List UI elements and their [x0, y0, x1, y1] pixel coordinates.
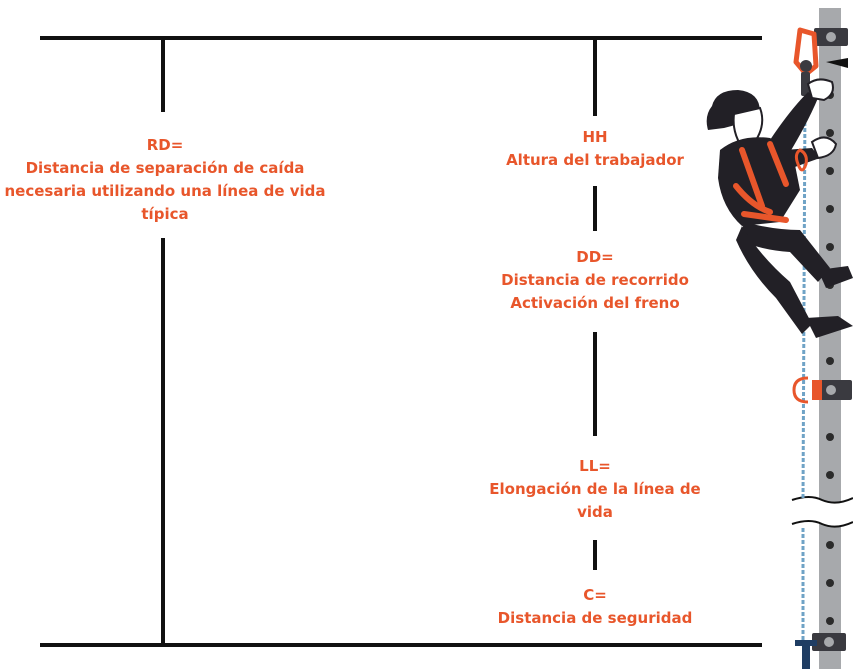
top-carabiner: [793, 27, 819, 77]
rd-line1: Distancia de separación de caída: [25, 159, 305, 177]
rd-dimension-line-bottom: [161, 238, 165, 645]
dd-title: DD=: [576, 248, 614, 266]
c-label: C= Distancia de seguridad: [445, 584, 745, 630]
rail-break: [792, 497, 853, 527]
chest-ring: [794, 148, 808, 172]
dd-line1: Distancia de recorrido: [501, 271, 689, 289]
ll-dimension-segment: [593, 332, 597, 436]
rd-dimension-line-top: [161, 38, 165, 112]
ll-line2: vida: [577, 503, 613, 521]
hh-label: HH Altura del trabajador: [445, 126, 745, 172]
hh-title: HH: [582, 128, 608, 146]
ladder-rail: [819, 8, 841, 669]
hh-line1: Altura del trabajador: [506, 151, 684, 169]
dd-dimension-segment: [593, 186, 597, 231]
top-reference-line: [40, 36, 762, 40]
c-title: C=: [583, 586, 607, 604]
c-line1: Distancia de seguridad: [497, 609, 693, 627]
ll-label: LL= Elongación de la línea de vida: [445, 455, 745, 524]
rd-label: RD= Distancia de separación de caída nec…: [0, 134, 330, 226]
ll-line1: Elongación de la línea de: [489, 480, 701, 498]
middle-ring: [792, 376, 809, 404]
c-dimension-segment: [593, 540, 597, 570]
dd-label: DD= Distancia de recorrido Activación de…: [445, 246, 745, 315]
ll-title: LL=: [579, 457, 611, 475]
dd-line2: Activación del freno: [510, 294, 680, 312]
worker: [706, 78, 853, 338]
rd-line2: necesaria utilizando una línea de vida: [4, 182, 326, 200]
rd-title: RD=: [146, 136, 184, 154]
ground-reference-line: [40, 643, 762, 647]
harness: [733, 141, 789, 223]
hh-dimension-segment: [593, 38, 597, 116]
rd-line3: típica: [141, 205, 189, 223]
